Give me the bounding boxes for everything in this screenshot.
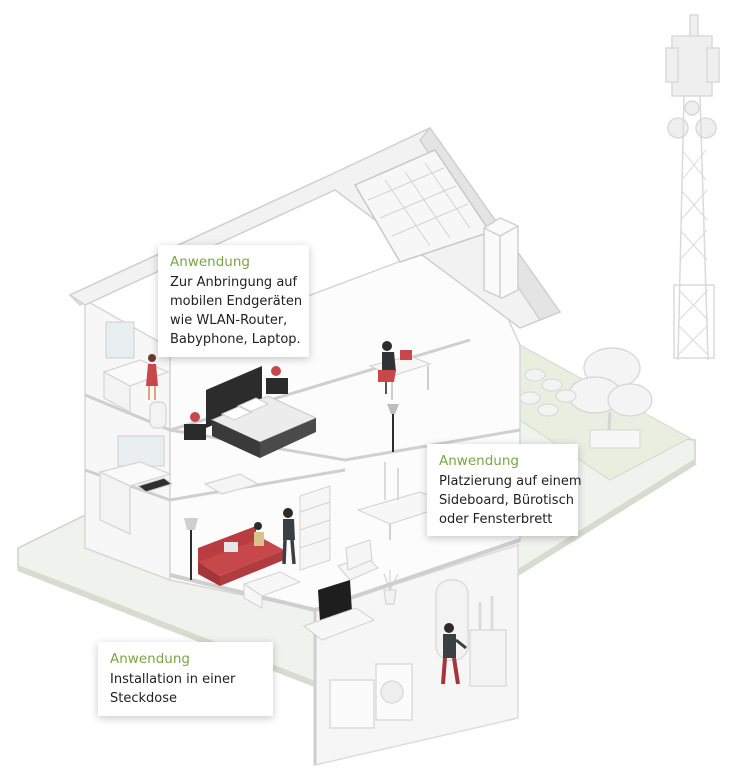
callout-line: Platzierung auf einem bbox=[439, 474, 582, 489]
person-living-room bbox=[282, 508, 296, 565]
tv-stand bbox=[302, 580, 376, 641]
callout-line: Sideboard, Bürotisch bbox=[439, 493, 574, 508]
callout-router-application: Anwendung Zur Anbringung auf mobilen End… bbox=[158, 245, 309, 357]
basement bbox=[313, 543, 519, 766]
garden-plants bbox=[519, 368, 641, 449]
callout-heading: Anwendung bbox=[170, 254, 250, 270]
bedroom bbox=[184, 366, 318, 458]
callout-desk-application: Anwendung Platzierung auf einem Sideboar… bbox=[427, 444, 582, 536]
callout-heading: Anwendung bbox=[110, 651, 190, 667]
bookshelf bbox=[299, 485, 331, 571]
kitchen bbox=[98, 435, 260, 535]
floor-lamp-living bbox=[184, 518, 198, 580]
plant-living bbox=[383, 570, 399, 605]
office-desk bbox=[368, 341, 432, 400]
person-basement bbox=[441, 623, 467, 685]
floor-lamp-upper bbox=[387, 404, 399, 452]
callout-line: oder Fensterbrett bbox=[439, 512, 553, 527]
cell-tower bbox=[665, 14, 720, 361]
person-bathroom bbox=[146, 354, 158, 400]
callout-socket-application: Anwendung Installation in einer Steckdos… bbox=[98, 642, 273, 716]
callout-line: Zur Anbringung auf bbox=[170, 275, 298, 290]
living-room-sofa bbox=[198, 522, 284, 586]
callout-line: Installation in einer bbox=[110, 672, 236, 687]
coffee-table bbox=[242, 571, 302, 609]
armchair bbox=[337, 539, 379, 581]
callout-line: Babyphone, Laptop. bbox=[170, 332, 301, 347]
callout-heading: Anwendung bbox=[439, 453, 519, 469]
callout-line: mobilen Endgeräten bbox=[170, 294, 303, 309]
callout-line: wie WLAN-Router, bbox=[170, 313, 288, 328]
chimney bbox=[483, 217, 519, 299]
callout-line: Steckdose bbox=[110, 691, 177, 706]
